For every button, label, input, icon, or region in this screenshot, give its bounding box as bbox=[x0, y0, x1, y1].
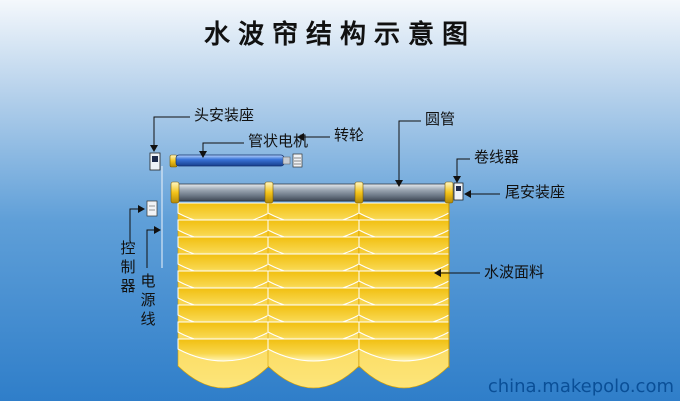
label-tail-mount: 尾安装座 bbox=[505, 183, 566, 201]
controller-box bbox=[146, 200, 158, 217]
tail-mount-bracket bbox=[453, 182, 464, 201]
watermark: china.makepolo.com bbox=[487, 376, 674, 397]
water-wave-fabric bbox=[177, 202, 450, 389]
tube-ring bbox=[264, 181, 274, 204]
leader-lines bbox=[129, 116, 500, 274]
round-tube bbox=[174, 183, 452, 202]
label-controller: 控制器 bbox=[120, 239, 136, 295]
tube-motor-shaft bbox=[282, 156, 291, 165]
label-tube-motor: 管状电机 bbox=[248, 132, 309, 150]
tube-motor bbox=[175, 154, 285, 167]
label-head-mount: 头安装座 bbox=[194, 106, 255, 124]
tube-ring bbox=[354, 181, 364, 204]
label-winder: 卷线器 bbox=[474, 148, 520, 166]
leader-arrowheads bbox=[138, 133, 471, 277]
label-fabric: 水波面料 bbox=[484, 263, 545, 281]
label-turn-wheel: 转轮 bbox=[334, 126, 365, 144]
label-round-tube: 圆管 bbox=[425, 110, 456, 128]
tube-end-cap-right bbox=[444, 181, 454, 204]
diagram-title: 水波帘结构示意图 bbox=[203, 20, 476, 50]
tube-end-cap-left bbox=[170, 181, 180, 204]
head-mount-icon bbox=[152, 156, 158, 162]
turn-wheel bbox=[292, 153, 303, 168]
tail-mount-icon bbox=[456, 186, 461, 191]
label-power-cord: 电源线 bbox=[140, 272, 156, 328]
